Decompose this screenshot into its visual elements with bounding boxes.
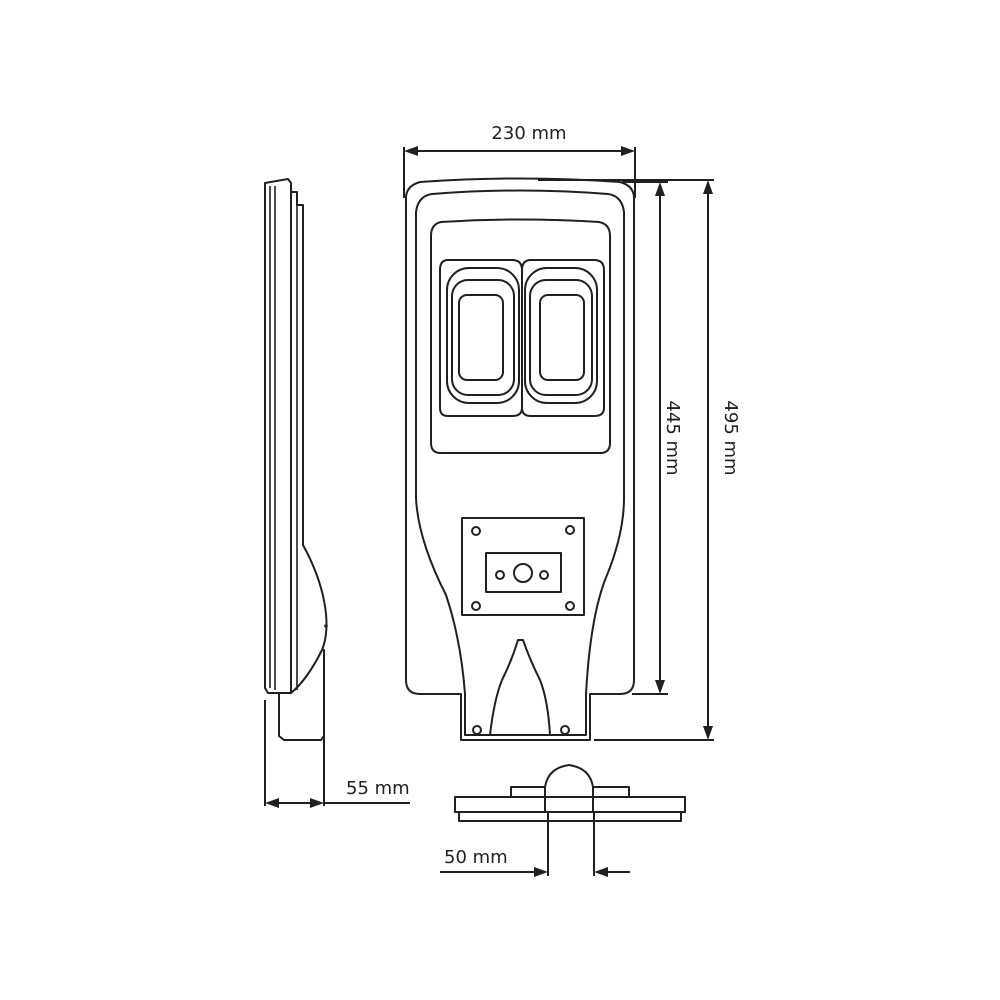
dimension-height-body: 445 mm bbox=[622, 181, 683, 695]
dimension-height-total: 495 mm bbox=[538, 179, 741, 741]
dimension-height-total-label: 495 mm bbox=[720, 400, 741, 475]
mount-bracket bbox=[472, 639, 570, 736]
led-module-right bbox=[521, 259, 605, 417]
front-view bbox=[405, 177, 635, 741]
dimension-width-label: 230 mm bbox=[491, 123, 566, 144]
dimension-depth: 55 mm bbox=[264, 650, 410, 808]
dimension-bracket: 50 mm bbox=[440, 812, 630, 877]
dimension-depth-label: 55 mm bbox=[346, 778, 410, 799]
dimension-height-body-label: 445 mm bbox=[662, 400, 683, 475]
side-view bbox=[264, 178, 328, 741]
dimension-bracket-label: 50 mm bbox=[444, 847, 508, 868]
dimension-width: 230 mm bbox=[403, 123, 636, 198]
sensor-plate bbox=[461, 517, 585, 616]
led-module-left bbox=[439, 259, 523, 417]
bottom-view bbox=[454, 764, 686, 822]
